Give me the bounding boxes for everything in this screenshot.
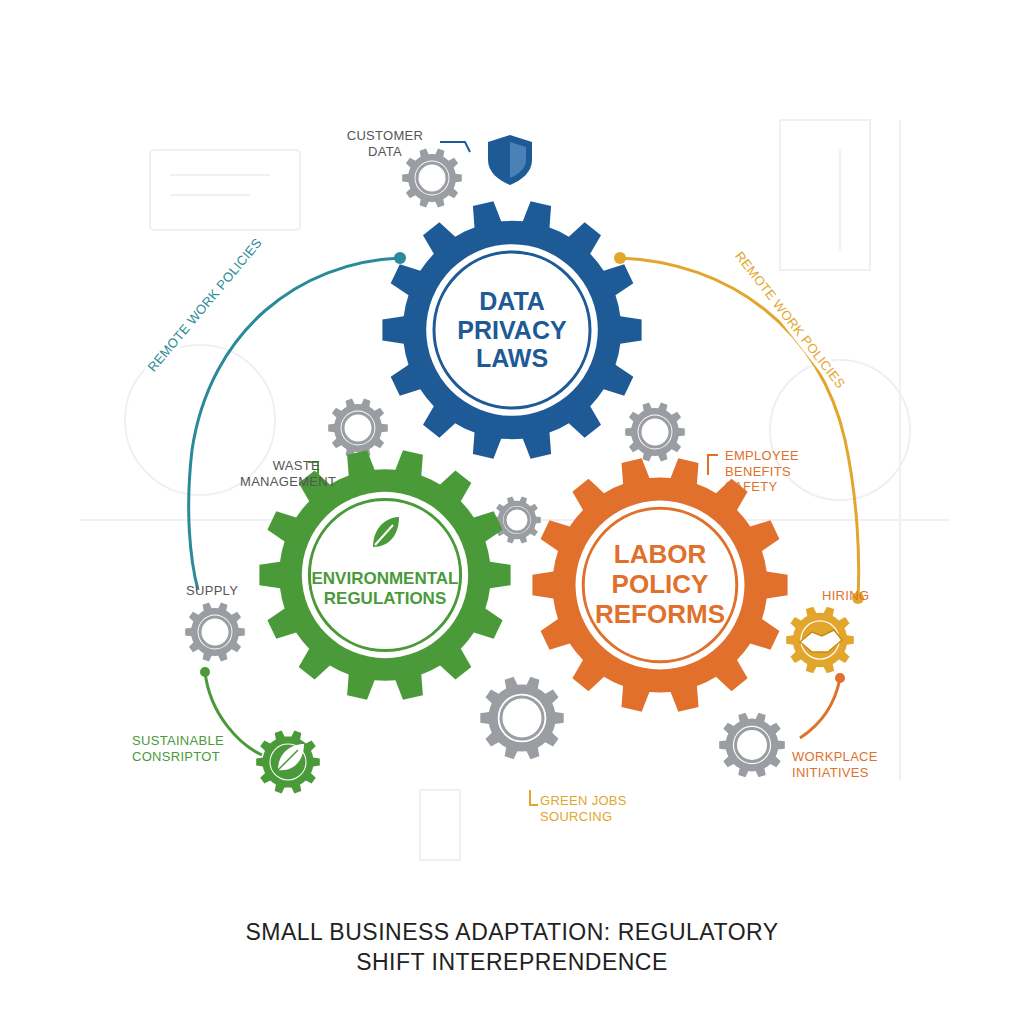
callout-label: HIRING (822, 588, 869, 604)
callout-label: WASTE MANAGEMENT (240, 458, 320, 489)
callout-label: SUSTAINABLE CONSRIPTOT (132, 733, 247, 764)
gear-title: LABOR POLICY REFORMS (580, 540, 740, 630)
gear-title: ENVIRONMENTAL REGULATIONS (305, 569, 465, 608)
arc-label: REMOTE WORK POLICIES (730, 246, 850, 394)
arc-label: REMOTE WORK POLICIES (143, 233, 268, 377)
gear-node: DATA PRIVACY LAWS (382, 200, 642, 460)
callout-label: GREEN JOBS SOURCING (540, 793, 630, 824)
gear-node: LABOR POLICY REFORMS (532, 457, 788, 713)
caption: SMALL BUSINESS ADAPTATION: REGULATORY SH… (212, 918, 812, 978)
callout-label: CUSTOMER DATA (340, 128, 430, 159)
gear-title: DATA PRIVACY LAWS (432, 287, 592, 373)
callout-label: EMPLOYEE BENEFITS SAFETY (725, 448, 820, 495)
callout-label: SUPPLY (186, 583, 238, 599)
callout-label: WORKPLACE INITIATIVES (792, 749, 902, 780)
